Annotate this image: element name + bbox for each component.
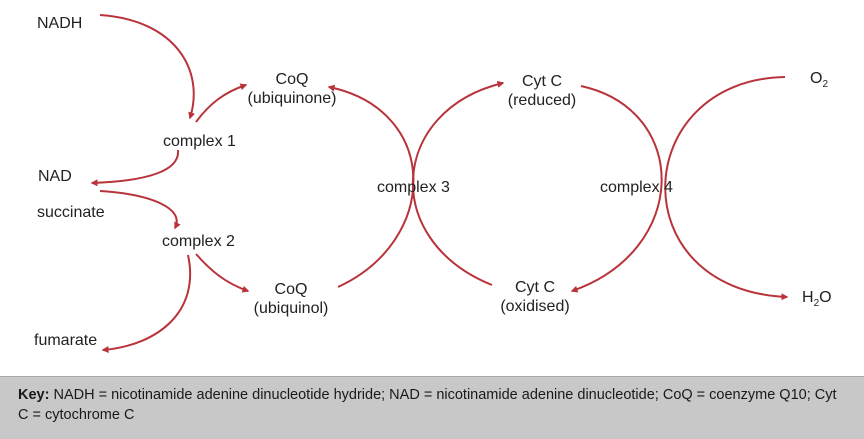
arrow-complex2-to-fumarate bbox=[101, 254, 191, 353]
label-o2: O2 bbox=[810, 69, 829, 90]
arc-complex4-cytc bbox=[570, 85, 663, 293]
coq-bottom-state: (ubiquinol) bbox=[253, 300, 329, 317]
label-complex4: complex 4 bbox=[600, 179, 673, 196]
key-heading: Key: bbox=[18, 387, 50, 403]
arc-complex3-cytc bbox=[412, 80, 505, 286]
label-h2o: H2O bbox=[802, 288, 832, 309]
label-succinate: succinate bbox=[37, 204, 105, 221]
coq-top-state: (ubiquinone) bbox=[247, 90, 337, 107]
label-coq-ubiquinone: CoQ (ubiquinone) bbox=[248, 70, 337, 108]
label-nadh: NADH bbox=[37, 15, 83, 32]
cytc-bottom-state: (oxidised) bbox=[500, 298, 570, 315]
arrow-succinate-to-complex2 bbox=[99, 190, 181, 230]
coq-bottom-name: CoQ bbox=[274, 281, 308, 298]
arc-complex4-oxygen bbox=[664, 76, 789, 301]
arrow-complex1-to-nad bbox=[90, 149, 180, 187]
cytc-top-state: (reduced) bbox=[507, 92, 577, 109]
arrow-complex1-to-coq bbox=[195, 83, 248, 123]
cytc-bottom-name: Cyt C bbox=[514, 279, 555, 296]
arrow-nadh-to-complex1 bbox=[99, 14, 196, 120]
o2-subscript: 2 bbox=[822, 79, 829, 90]
label-fumarate: fumarate bbox=[34, 332, 98, 349]
label-cytc-oxidised: Cyt C (oxidised) bbox=[500, 278, 569, 316]
key-box: Key: NADH = nicotinamide adenine dinucle… bbox=[0, 376, 864, 439]
label-nad: NAD bbox=[38, 168, 72, 185]
label-cytc-reduced: Cyt C (reduced) bbox=[508, 72, 576, 110]
label-complex3: complex 3 bbox=[377, 179, 450, 196]
h2o-h: H bbox=[802, 289, 814, 306]
label-coq-ubiquinol: CoQ (ubiquinol) bbox=[254, 280, 329, 318]
electron-transport-diagram bbox=[90, 14, 789, 353]
h2o-subscript: 2 bbox=[813, 298, 820, 309]
key-text: NADH = nicotinamide adenine dinucleotide… bbox=[18, 387, 837, 423]
label-complex2: complex 2 bbox=[162, 233, 235, 250]
h2o-o: O bbox=[819, 289, 832, 306]
arrow-complex2-to-coq bbox=[195, 253, 250, 293]
coq-top-name: CoQ bbox=[275, 71, 309, 88]
o2-base: O bbox=[810, 70, 823, 87]
cytc-top-name: Cyt C bbox=[521, 73, 562, 90]
label-complex1: complex 1 bbox=[163, 133, 236, 150]
